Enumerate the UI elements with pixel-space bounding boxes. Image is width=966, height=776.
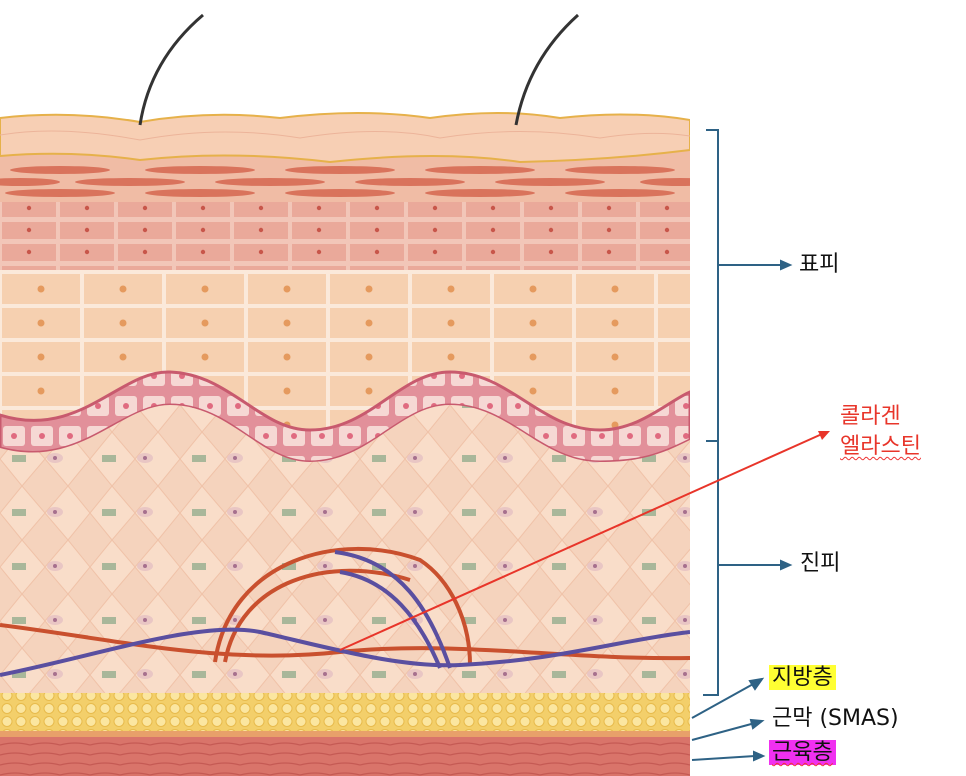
elastin-fibers [0,550,690,677]
collagen-pointer-arrow [339,431,830,651]
epidermis-label: 표피 [799,252,840,277]
muscle-layer [0,737,690,776]
fat-layer-text: 지방층 [769,665,836,690]
fascia-layer [0,731,690,737]
fascia-arrow [691,722,756,741]
fat-layer [0,693,690,731]
muscle-layer-label: 근육층 [769,740,836,766]
collagen-label: 콜라겐 [840,404,901,429]
hair [138,13,204,126]
elastin-label: 엘라스틴 [840,434,921,459]
fat-layer-label: 지방층 [769,665,836,691]
epidermis-dermis-bracket [703,129,719,696]
stratum-corneum [0,112,690,164]
dermis-label: 진피 [800,551,841,576]
basal-layer [0,370,690,464]
muscle-arrow [691,755,756,761]
granular-layer [0,200,690,270]
muscle-layer-text: 근육층 [769,740,836,765]
fat-arrow [691,682,756,719]
fascia-label: 근막 (SMAS) [772,706,899,731]
hair [514,13,580,126]
